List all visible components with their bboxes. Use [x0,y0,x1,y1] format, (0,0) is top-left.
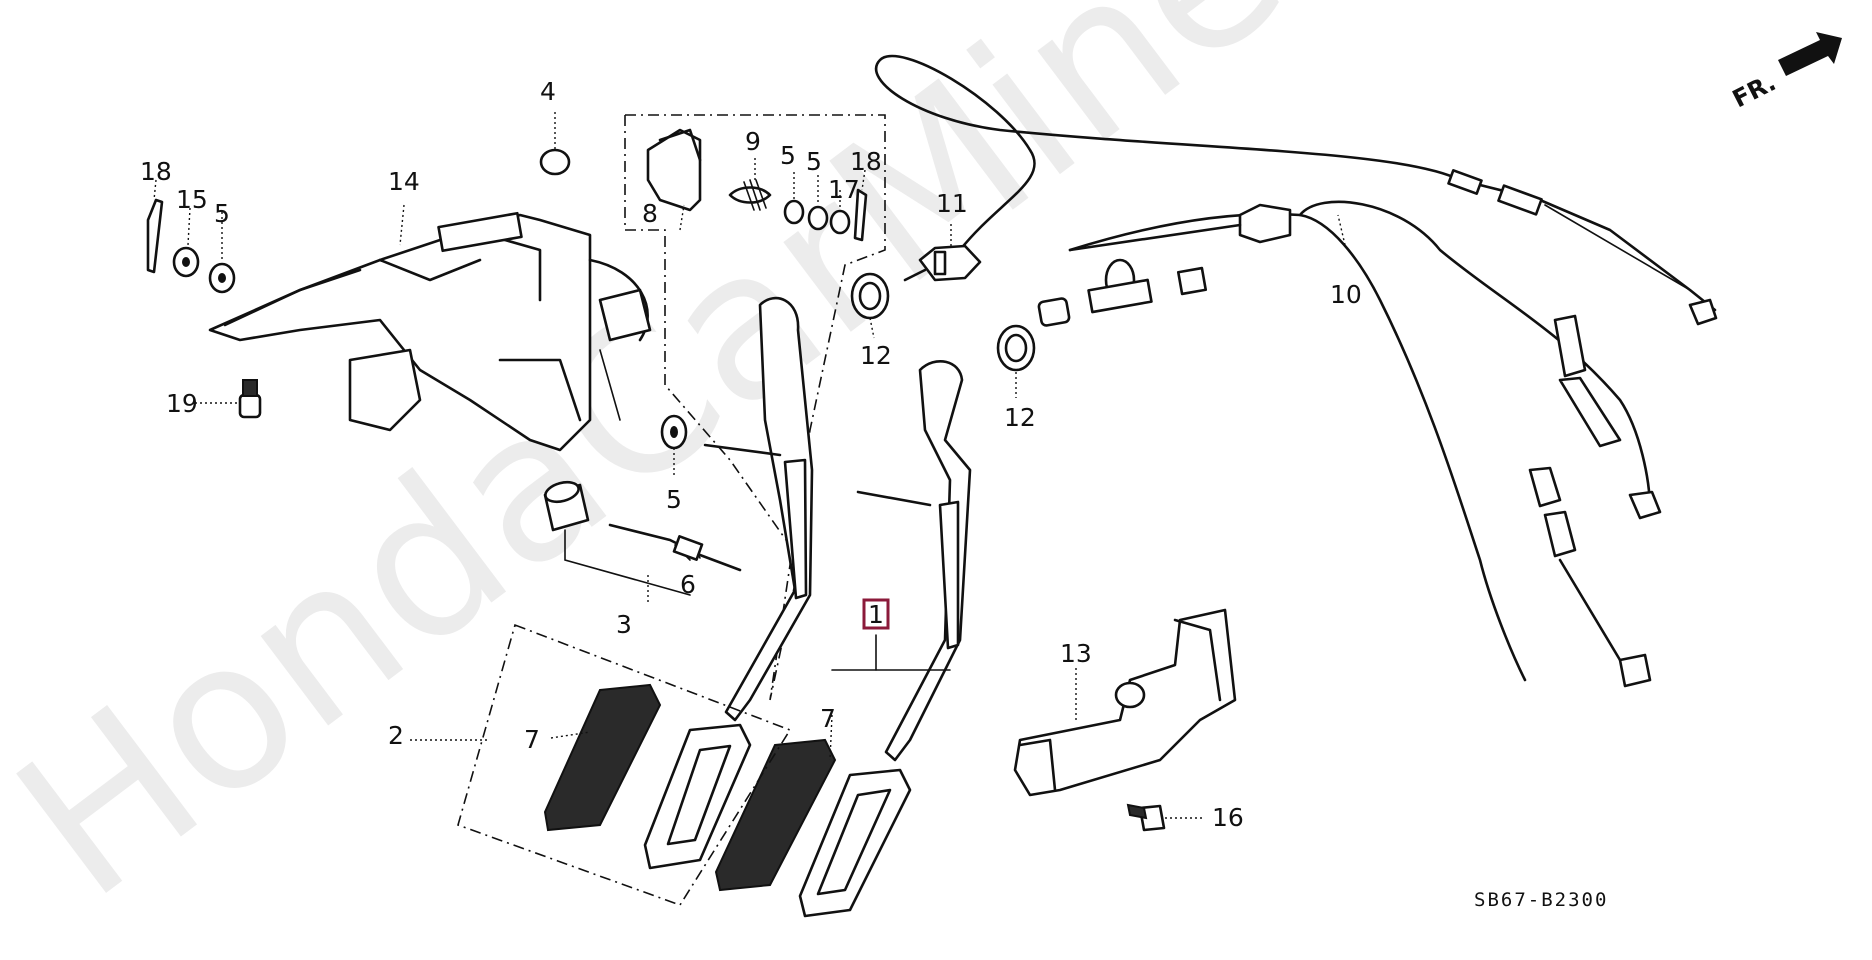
spring-9 [728,179,772,211]
throttle-cable [874,54,1718,326]
direction-label: FR. [1728,68,1780,113]
callout-2[interactable]: 2 [388,721,404,750]
washer-15 [172,246,200,278]
group-outline-pedal-pads [457,623,792,906]
callout-13[interactable]: 13 [1060,639,1092,668]
callout-9[interactable]: 9 [745,127,761,156]
leader-lines [153,112,1346,819]
bracket-8 [646,128,702,212]
cotter-pin-18-left [146,198,164,274]
pedal-pad-rubber-7-right [714,738,837,892]
callout-16[interactable]: 16 [1212,803,1244,832]
pedal-bracket-14 [208,211,652,452]
return-spring-6 [608,523,742,572]
callout-7-right[interactable]: 7 [820,704,836,733]
bolt-19 [238,379,262,419]
accelerator-pedal-arm [856,360,972,762]
cotter-pin-18-right [853,188,868,242]
pedal-pad-left-outer [643,723,752,870]
washer-5-left [208,262,236,294]
callout-18-left[interactable]: 18 [140,157,172,186]
front-direction-arrow-icon [1778,32,1842,76]
grommet-12-lower [996,324,1036,372]
bracket-13 [1013,608,1237,797]
callout-17[interactable]: 17 [828,175,860,204]
washers-5-17-upper [783,199,851,235]
callout-11[interactable]: 11 [936,189,968,218]
callout-19[interactable]: 19 [166,389,198,418]
callout-18-right[interactable]: 18 [850,147,882,176]
callout-10[interactable]: 10 [1330,280,1362,309]
accelerator-cable-10 [1037,200,1662,688]
cable-end-fitting-11 [903,244,982,282]
pedal-pad-rubber-7-left [543,683,662,832]
callout-3[interactable]: 3 [616,610,632,639]
collar-3 [543,480,590,532]
pedal-arm-left [703,296,814,722]
pedal-pad-right-outer [798,768,912,918]
callout-5-upper-b[interactable]: 5 [806,147,822,176]
diagram-code: SB67-B2300 [1474,889,1608,911]
callout-5-center[interactable]: 5 [666,485,682,514]
callout-8[interactable]: 8 [642,199,658,228]
callout-12-lower[interactable]: 12 [1004,403,1036,432]
callout-1-highlight [862,598,890,630]
callout-4[interactable]: 4 [540,77,556,106]
callout-5-top-left[interactable]: 5 [214,199,230,228]
callout-14[interactable]: 14 [388,167,420,196]
bushing-4 [539,148,571,176]
bolt-16 [1126,803,1166,832]
callout-12-upper[interactable]: 12 [860,341,892,370]
callout-6[interactable]: 6 [680,570,696,599]
grommet-12-upper [850,272,890,320]
callout-7-left[interactable]: 7 [524,725,540,754]
washer-5-center [660,414,688,450]
callout-1[interactable]: 1 [868,600,884,629]
callout-15[interactable]: 15 [176,185,208,214]
callout-5-upper-a[interactable]: 5 [780,141,796,170]
